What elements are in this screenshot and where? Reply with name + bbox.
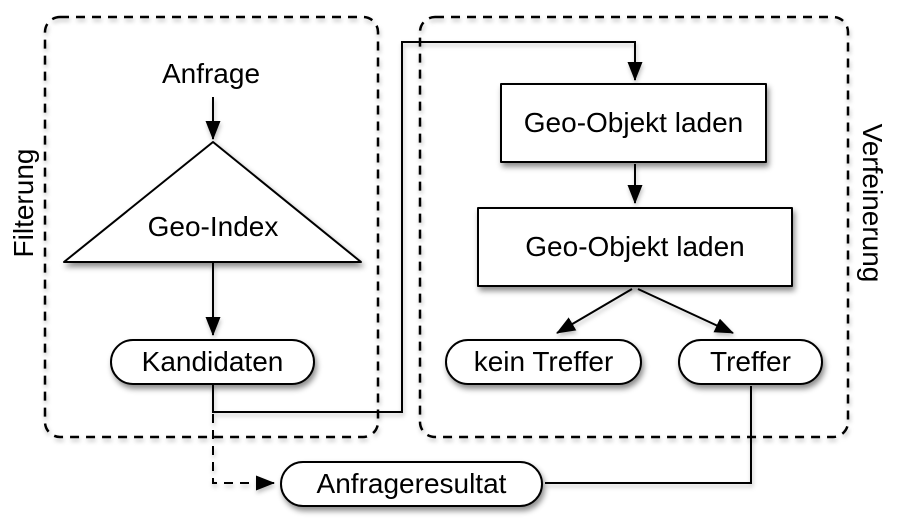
connector-load2-to-keintreffer xyxy=(556,288,633,334)
connector-kandidaten-to-anfrageresultat-dashed xyxy=(212,414,275,491)
geo-index-label-text: Geo-Index xyxy=(147,211,279,242)
anfrage-label-text: Anfrage xyxy=(161,58,261,89)
filtering-phase-label-text: Filterung xyxy=(8,148,39,258)
geo-objekt-laden-2-node-label: Geo-Objekt laden xyxy=(525,231,745,262)
geo-objekt-laden-1-node: Geo-Objekt laden xyxy=(500,83,767,163)
anfrageresultat-node: Anfrageresultat xyxy=(280,461,543,507)
filtering-phase-label: Filterung xyxy=(8,118,40,288)
treffer-node: Treffer xyxy=(678,339,823,385)
geo-index-triangle xyxy=(63,141,362,263)
filtering-phase-container xyxy=(43,15,380,439)
kein-treffer-node: kein Treffer xyxy=(445,339,642,385)
anfrage-label: Anfrage xyxy=(111,59,311,89)
kandidaten-node-label: Kandidaten xyxy=(141,346,284,377)
connector-treffer-to-anfrageresultat xyxy=(545,386,752,484)
refinement-phase-label-text: Verfeinerung xyxy=(857,123,888,283)
connector-kandidaten-to-load1 xyxy=(212,41,643,413)
geo-objekt-laden-1-node-label: Geo-Objekt laden xyxy=(523,107,744,138)
geo-objekt-laden-2-node: Geo-Objekt laden xyxy=(477,207,793,287)
kein-treffer-node-label: kein Treffer xyxy=(473,346,614,377)
geo-index-label: Geo-Index xyxy=(113,212,313,242)
anfrageresultat-node-label: Anfrageresultat xyxy=(316,468,507,499)
refinement-phase-container xyxy=(418,15,850,439)
connector-load2-to-treffer xyxy=(637,288,734,334)
treffer-node-label: Treffer xyxy=(710,346,791,377)
refinement-phase-label: Verfeinerung xyxy=(856,118,888,288)
kandidaten-node: Kandidaten xyxy=(110,339,315,385)
